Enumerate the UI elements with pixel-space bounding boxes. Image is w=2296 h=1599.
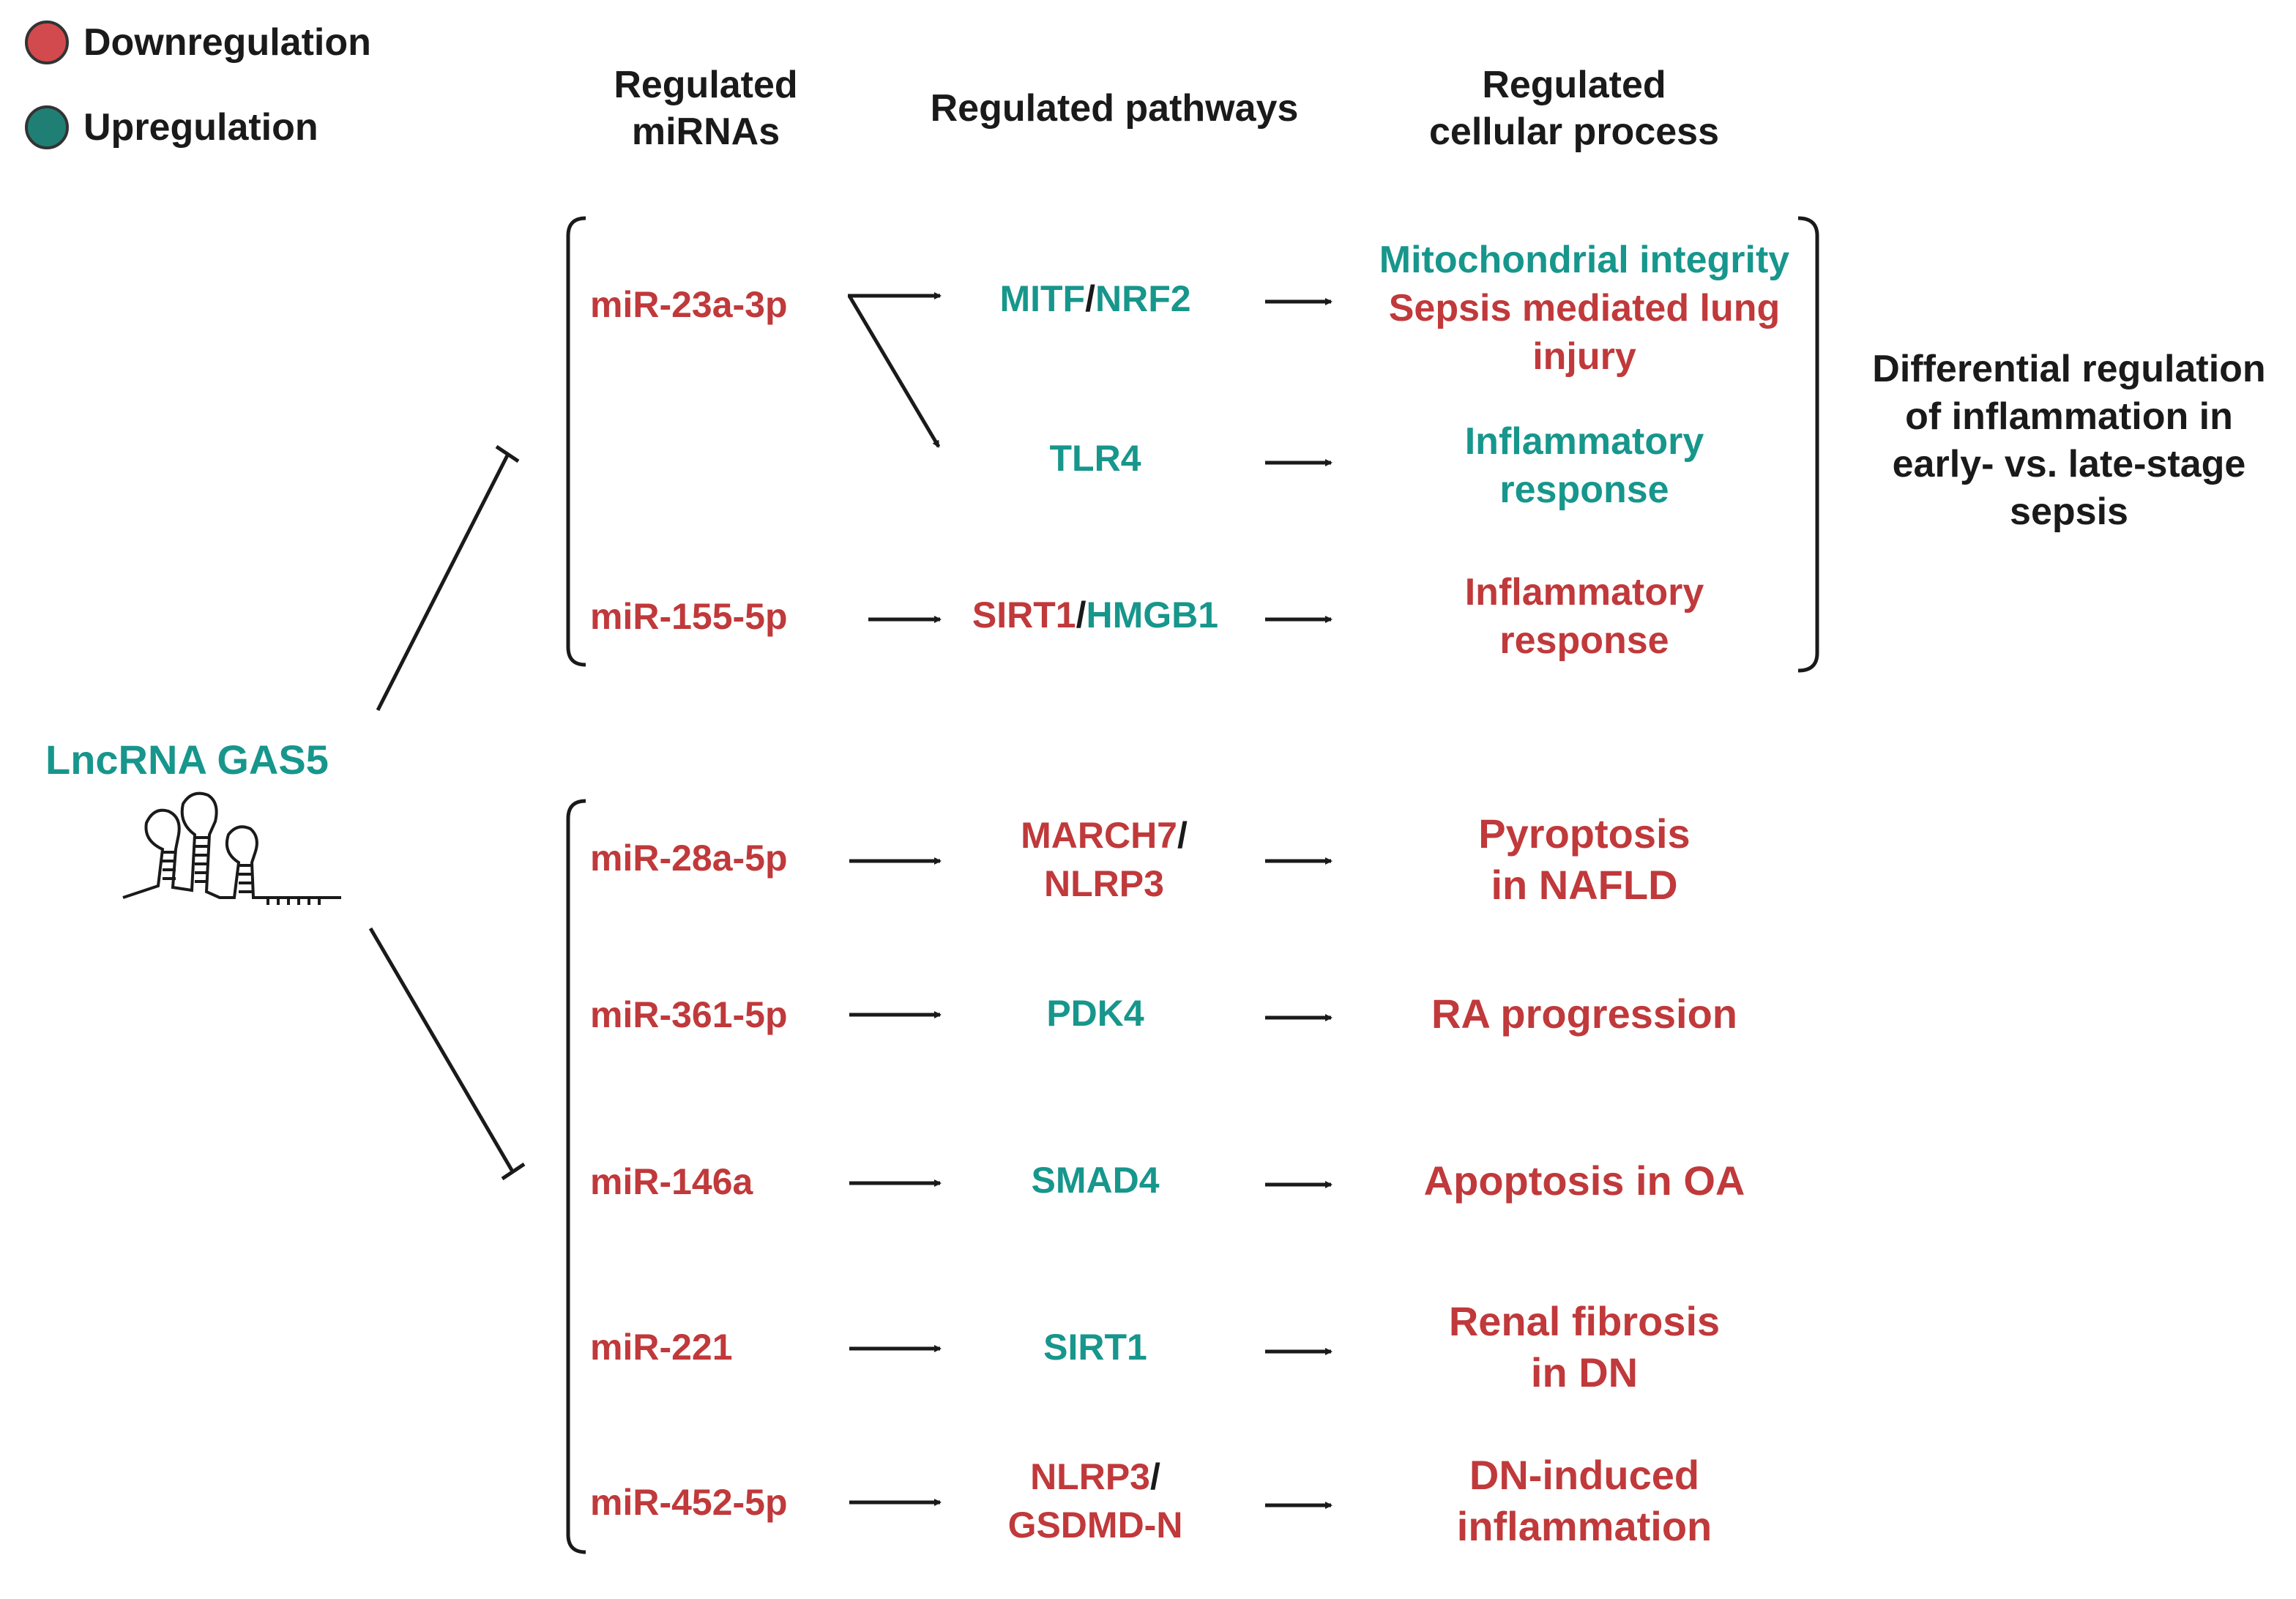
process-line: injury — [1532, 335, 1636, 378]
pathway-label: PDK4 — [1046, 993, 1144, 1034]
downregulation-legend-label: Downregulation — [83, 21, 371, 64]
header-process-line2: cellular process — [1429, 111, 1719, 153]
mirna-label: miR-221 — [590, 1327, 733, 1368]
pathway-label: SMAD4 — [1031, 1160, 1160, 1201]
process-label: Pyroptosis in NAFLD — [1478, 808, 1690, 911]
mirna-label: miR-23a-3p — [590, 284, 788, 325]
pathway-label: MITF/NRF2 — [999, 275, 1190, 322]
pathway-separator: / — [1177, 815, 1188, 856]
process-line: in NAFLD — [1491, 862, 1678, 908]
mirna-label: miR-361-5p — [590, 994, 788, 1035]
pathway-label: NLRP3/ GSDMD-N — [1008, 1453, 1183, 1549]
arrow-mir23a-tlr4 — [847, 294, 941, 448]
process-label: Apoptosis in OA — [1423, 1158, 1745, 1204]
process-line: Pyroptosis — [1478, 810, 1691, 857]
process-label: Mitochondrial integrity Sepsis mediated … — [1379, 236, 1789, 381]
side-note-line1: Differential regulation — [1872, 348, 2266, 390]
pathway-part: SIRT1 — [972, 594, 1076, 636]
process-line: DN-induced — [1469, 1452, 1700, 1498]
downregulation-legend-dot — [25, 20, 69, 64]
header-process-line1: Regulated — [1482, 64, 1666, 106]
mirna-label: miR-146a — [590, 1161, 753, 1202]
side-note-line2: of inflammation in — [1905, 395, 2233, 438]
process-label: Renal fibrosis in DN — [1449, 1296, 1720, 1398]
pathway-label: TLR4 — [1049, 438, 1141, 479]
process-line: Inflammatory — [1464, 571, 1704, 614]
inhibition-bar-upper — [495, 444, 520, 463]
inhibition-line-upper — [376, 452, 510, 712]
side-note-line3: early- vs. late-stage — [1892, 443, 2246, 485]
header-pathways: Regulated pathways — [930, 87, 1299, 130]
process-label: DN-induced inflammation — [1457, 1450, 1712, 1552]
header-process: Regulated cellular process — [1429, 61, 1719, 155]
bracket-group1-right — [1797, 216, 1819, 673]
pathway-part: GSDMD-N — [1007, 1505, 1183, 1546]
process-line: inflammation — [1456, 1503, 1712, 1549]
pathway-part: HMGB1 — [1086, 594, 1219, 636]
mirna-label: miR-155-5p — [590, 596, 788, 637]
pathway-part: MITF — [999, 278, 1086, 319]
process-line: in DN — [1530, 1349, 1639, 1395]
bracket-group2-left — [566, 799, 586, 1554]
pathway-separator: / — [1150, 1456, 1160, 1497]
side-note-line4: sepsis — [2010, 491, 2128, 533]
process-label: RA progression — [1431, 991, 1737, 1037]
process-line: response — [1499, 619, 1669, 662]
mirna-label: miR-28a-5p — [590, 838, 788, 879]
lncrna-hairpin-icon — [122, 791, 341, 905]
pathway-separator: / — [1085, 278, 1095, 319]
pathway-separator: / — [1076, 594, 1086, 636]
pathway-label: SIRT1/HMGB1 — [972, 592, 1218, 638]
process-line: Sepsis mediated lung — [1388, 287, 1781, 329]
mirna-label: miR-452-5p — [590, 1482, 788, 1523]
header-mirnas: Regulated miRNAs — [614, 61, 797, 155]
process-line: Inflammatory — [1464, 420, 1704, 463]
pathway-part: NRF2 — [1095, 278, 1191, 319]
pathway-part: MARCH7 — [1021, 815, 1177, 856]
process-line: response — [1499, 469, 1669, 511]
process-line: Mitochondrial integrity — [1379, 239, 1790, 281]
header-mirnas-line1: Regulated — [614, 64, 798, 106]
pathway-label: MARCH7/ NLRP3 — [1021, 811, 1188, 908]
upregulation-legend-dot — [25, 105, 69, 149]
lncrna-gas5-label: LncRNA GAS5 — [45, 737, 329, 783]
inhibition-line-lower — [368, 927, 515, 1173]
side-note: Differential regulation of inflammation … — [1872, 346, 2265, 536]
inhibition-bar-lower — [501, 1162, 526, 1181]
upregulation-legend-label: Upregulation — [83, 106, 318, 149]
header-mirnas-line2: miRNAs — [631, 111, 780, 153]
process-label: Inflammatory response — [1465, 568, 1704, 665]
pathway-part: NLRP3 — [1030, 1456, 1150, 1497]
bracket-group1-left — [566, 216, 586, 667]
pathway-part: NLRP3 — [1044, 863, 1164, 904]
process-label: Inflammatory response — [1465, 417, 1704, 514]
pathway-label: SIRT1 — [1043, 1327, 1147, 1368]
process-line: Renal fibrosis — [1448, 1298, 1721, 1344]
